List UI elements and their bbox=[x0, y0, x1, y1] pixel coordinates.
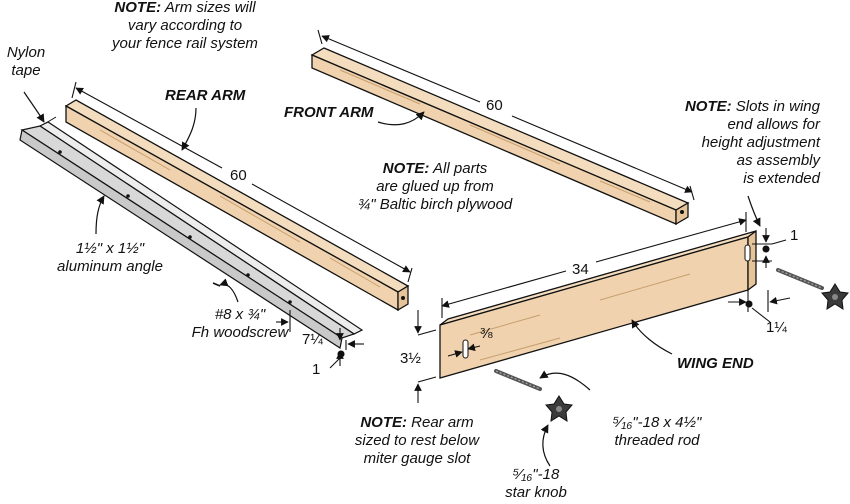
note-line: Rear arm bbox=[411, 414, 474, 431]
note-arm-sizes: NOTE: Arm sizes will vary according to y… bbox=[80, 0, 290, 53]
note-prefix: NOTE: bbox=[360, 414, 407, 431]
label-aluminum-angle: 1½" x 1½" aluminum angle bbox=[30, 240, 190, 276]
dimension-lines bbox=[71, 29, 791, 403]
note-prefix: NOTE: bbox=[684, 98, 732, 115]
note-line: height adjustment bbox=[701, 134, 820, 151]
label-line: tape bbox=[11, 62, 41, 79]
label-woodscrew: #8 x ¾" Fh woodscrew bbox=[170, 306, 310, 342]
label-line: ⁵⁄₁₆"-18 bbox=[512, 466, 560, 483]
label-threaded-rod: ⁵⁄₁₆"-18 x 4½" threaded rod bbox=[582, 414, 732, 450]
title-wing-end: WING END bbox=[677, 355, 754, 372]
label-nylon-tape: Nylon tape bbox=[0, 44, 52, 80]
dim-rear-length: 60 bbox=[230, 167, 247, 184]
label-line: Nylon bbox=[6, 44, 46, 61]
note-line: your fence rail system bbox=[112, 35, 258, 52]
dim-slot-height: 1 bbox=[790, 227, 799, 244]
note-prefix: NOTE: bbox=[114, 0, 162, 16]
note-line: miter gauge slot bbox=[363, 450, 471, 467]
note-line: Arm sizes will bbox=[164, 0, 256, 16]
threaded-rod bbox=[494, 268, 824, 391]
label-line: 1½" x 1½" bbox=[75, 240, 145, 257]
dim-front-length: 60 bbox=[486, 97, 503, 114]
note-line: as assembly bbox=[736, 152, 820, 169]
woodscrew-icon bbox=[212, 282, 221, 287]
aluminum-angle bbox=[19, 116, 364, 349]
note-line: ¾" Baltic birch plywood bbox=[357, 196, 513, 213]
star-knob-icon bbox=[545, 283, 849, 422]
dim-angle-length: 7¼ bbox=[302, 331, 323, 348]
title-front-arm: FRONT ARM bbox=[284, 104, 374, 121]
title-rear-arm: REAR ARM bbox=[165, 87, 246, 104]
dim-angle-height: 1 bbox=[312, 361, 321, 378]
note-line: end allows for bbox=[727, 116, 820, 133]
note-slots: NOTE: Slots in wing end allows for heigh… bbox=[640, 98, 820, 188]
label-line: star knob bbox=[505, 484, 567, 501]
label-line: ⁵⁄₁₆"-18 x 4½" bbox=[612, 414, 702, 431]
label-star-knob: ⁵⁄₁₆"-18 star knob bbox=[486, 466, 586, 502]
note-line: are glued up from bbox=[376, 178, 494, 195]
dim-slot-offset: 1¼ bbox=[766, 319, 787, 336]
dim-slot-width: ⅜ bbox=[480, 325, 493, 342]
note-line: is extended bbox=[743, 170, 820, 187]
rear-arm bbox=[64, 99, 410, 312]
note-line: Slots in wing bbox=[735, 98, 820, 115]
label-line: #8 x ¾" bbox=[214, 306, 266, 323]
label-line: aluminum angle bbox=[57, 258, 163, 275]
leader-arrows bbox=[23, 91, 761, 467]
dim-wing-height: 3½ bbox=[400, 350, 421, 367]
front-arm bbox=[310, 47, 690, 226]
label-line: threaded rod bbox=[614, 432, 700, 449]
note-rear-arm: NOTE: Rear arm sized to rest below miter… bbox=[332, 414, 502, 468]
dim-wing-length: 34 bbox=[572, 261, 589, 278]
label-line: Fh woodscrew bbox=[191, 324, 289, 341]
wing-end bbox=[439, 229, 757, 379]
note-line: vary according to bbox=[127, 17, 243, 34]
note-prefix: NOTE: bbox=[382, 160, 430, 177]
note-line: All parts bbox=[433, 160, 488, 177]
note-glued: NOTE: All parts are glued up from ¾" Bal… bbox=[322, 160, 548, 214]
note-line: sized to rest below bbox=[354, 432, 480, 449]
